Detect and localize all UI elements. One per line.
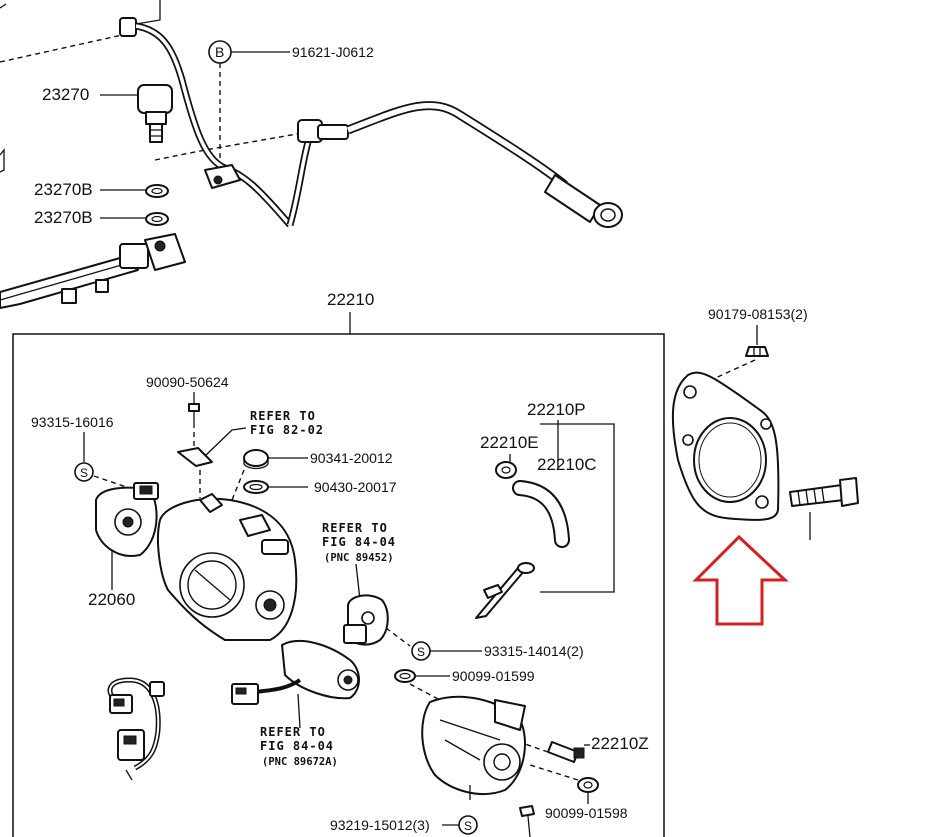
screw-bottom <box>519 805 535 837</box>
s-symbol: S <box>417 645 425 659</box>
label-22210Z: 22210Z <box>591 734 649 753</box>
motor-connector <box>231 683 259 705</box>
label-90099-01598: 90099-01598 <box>545 805 628 821</box>
throttle-motor <box>281 640 360 700</box>
fuel-delivery-group: B 91621-J0612 23270 23270B 23270B <box>0 0 623 309</box>
label-91621: 91621-J0612 <box>292 44 374 60</box>
ref3-line1: REFER TO <box>260 725 326 739</box>
flange-bolt <box>789 477 859 507</box>
label-93315-16016: 93315-16016 <box>31 414 114 430</box>
nut-icon <box>745 346 769 357</box>
label-90341: 90341-20012 <box>310 450 393 466</box>
label-93219: 93219-15012(3) <box>330 817 430 833</box>
gasket-90099-01599 <box>394 669 416 683</box>
ref2-line3: (PNC 89452) <box>324 552 394 564</box>
label-90179: 90179-08153(2) <box>708 306 808 322</box>
throttle-body-group-frame <box>12 333 665 837</box>
label-23270b-2: 23270B <box>34 208 93 227</box>
ref1-line2: FIG 82-02 <box>250 423 324 437</box>
callout-b: B <box>208 40 290 160</box>
callout-s-2: S <box>411 641 431 661</box>
ring-90430 <box>243 480 269 494</box>
union-connector <box>297 119 349 143</box>
o-ring-2 <box>145 212 169 226</box>
ref3-line2: FIG 84-04 <box>260 739 334 753</box>
bypass-pipe <box>475 562 535 619</box>
label-23270b-1: 23270B <box>34 180 93 199</box>
label-22210P: 22210P <box>527 400 586 419</box>
throttle-position-sensor <box>95 482 159 557</box>
idle-speed-valve <box>343 594 389 646</box>
s-symbol: S <box>80 466 88 480</box>
label-90090: 90090-50624 <box>146 374 229 390</box>
o-ring-1 <box>145 184 169 198</box>
label-23270: 23270 <box>42 85 89 104</box>
wire-harness <box>107 677 165 781</box>
ref2-line1: REFER TO <box>322 521 388 535</box>
hose-22210p-group: 22210P 22210E 22210C <box>475 400 615 619</box>
gasket-group: 90179-08153(2) <box>671 306 859 626</box>
ref3-line3: (PNC 89672A) <box>262 756 338 768</box>
cap-90341 <box>243 449 269 470</box>
label-90099-01599: 90099-01599 <box>452 668 535 684</box>
label-93315-14014: 93315-14014(2) <box>484 643 584 659</box>
screw-icon <box>188 403 200 428</box>
sensor-group-left: 93315-16016 S 22060 <box>31 414 159 609</box>
isc-valve-group: REFER TO FIG 84-04 (PNC 89452) S 93315-1… <box>322 521 584 701</box>
callout-b-letter: B <box>215 44 224 60</box>
s-symbol: S <box>464 819 472 833</box>
label-90430: 90430-20017 <box>314 479 397 495</box>
temp-sensor-22210z <box>547 741 585 763</box>
pressure-regulator <box>137 84 173 143</box>
actuator-group: REFER TO FIG 84-04 (PNC 89672A) <box>231 640 360 768</box>
ref1-line1: REFER TO <box>250 409 316 423</box>
label-22210C: 22210C <box>537 455 597 474</box>
hose-clip-22210e <box>495 461 517 479</box>
label-22210: 22210 <box>327 290 374 309</box>
fuel-rail <box>0 233 186 309</box>
callout-s-1: S <box>74 462 94 482</box>
hose-bracket <box>204 164 241 189</box>
hose-end-fitting <box>544 174 623 228</box>
throttle-chamber: 22210Z 90099-01598 S 93219-15012(3) <box>330 695 649 837</box>
ref2-line2: FIG 84-04 <box>322 535 396 549</box>
gasket-90099-01598 <box>577 777 599 793</box>
up-arrow-outline-icon <box>692 534 789 626</box>
throttle-body-main: 90090-50624 REFER TO FIG 82-02 90341-200… <box>146 374 397 641</box>
hose-clamp-top <box>119 17 137 37</box>
label-22060: 22060 <box>88 590 135 609</box>
label-22210E: 22210E <box>480 433 539 452</box>
